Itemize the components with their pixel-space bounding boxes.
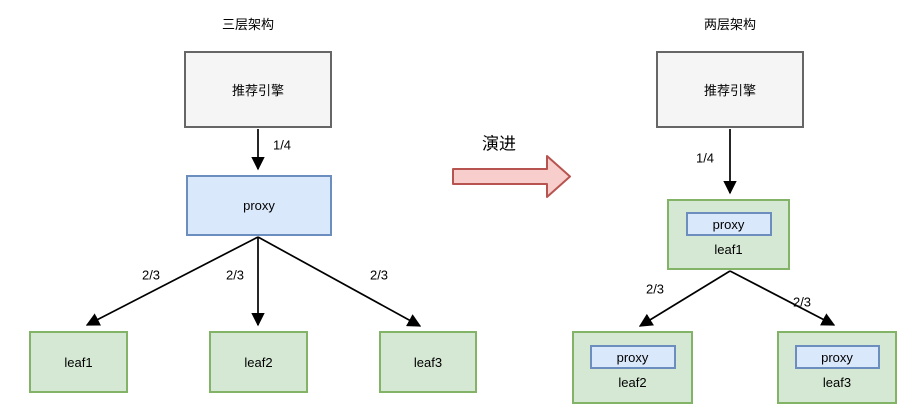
right-leaf3-node: proxy leaf3 [777,331,897,404]
right-edge-label-2-3-b: 2/3 [792,294,812,310]
right-leaf3-proxy-node: proxy [794,345,880,369]
right-leaf1-label: leaf1 [714,242,743,257]
left-diagram-title: 三层架构 [221,17,275,32]
left-engine-label: 推荐引擎 [231,83,284,98]
right-engine-label: 推荐引擎 [703,83,756,98]
left-leaf1-node: leaf1 [29,331,128,393]
evolution-label: 演进 [482,134,516,154]
right-diagram-title: 两层架构 [703,17,757,32]
left-leaf2-label: leaf2 [244,354,273,370]
left-edge-label-2-3-c: 2/3 [369,267,389,283]
right-leaf1-proxy-label: proxy [712,216,745,232]
left-leaf1-label: leaf1 [64,354,93,370]
left-edge-label-2-3-a: 2/3 [141,267,161,283]
evolution-arrow-icon [452,155,571,198]
left-engine-node: 推荐引擎 [184,51,332,128]
right-leaf3-proxy-label: proxy [821,349,853,365]
left-leaf2-node: leaf2 [209,331,308,393]
right-edge-label-1-4: 1/4 [695,150,715,166]
right-leaf1-node: proxy leaf1 [667,199,790,270]
left-leaf3-node: leaf3 [379,331,477,393]
left-proxy-label: proxy [243,198,275,213]
right-engine-node: 推荐引擎 [656,51,804,128]
right-edge-label-2-3-a: 2/3 [645,281,665,297]
edge-leaf1-to-leaf2 [638,270,731,327]
right-leaf2-label: leaf2 [618,375,647,390]
left-edge-label-1-4: 1/4 [272,137,292,153]
right-leaf2-proxy-node: proxy [589,345,676,369]
left-edge-label-2-3-b: 2/3 [225,267,245,283]
edge-proxy-to-leaf3 [257,236,422,327]
right-leaf3-label: leaf3 [822,375,852,390]
right-leaf2-node: proxy leaf2 [572,331,693,404]
left-leaf3-label: leaf3 [413,354,443,370]
edge-leaf1-to-leaf3 [729,270,836,326]
right-leaf2-proxy-label: proxy [616,349,649,365]
left-proxy-node: proxy [186,175,332,236]
right-leaf1-proxy-node: proxy [685,212,772,236]
